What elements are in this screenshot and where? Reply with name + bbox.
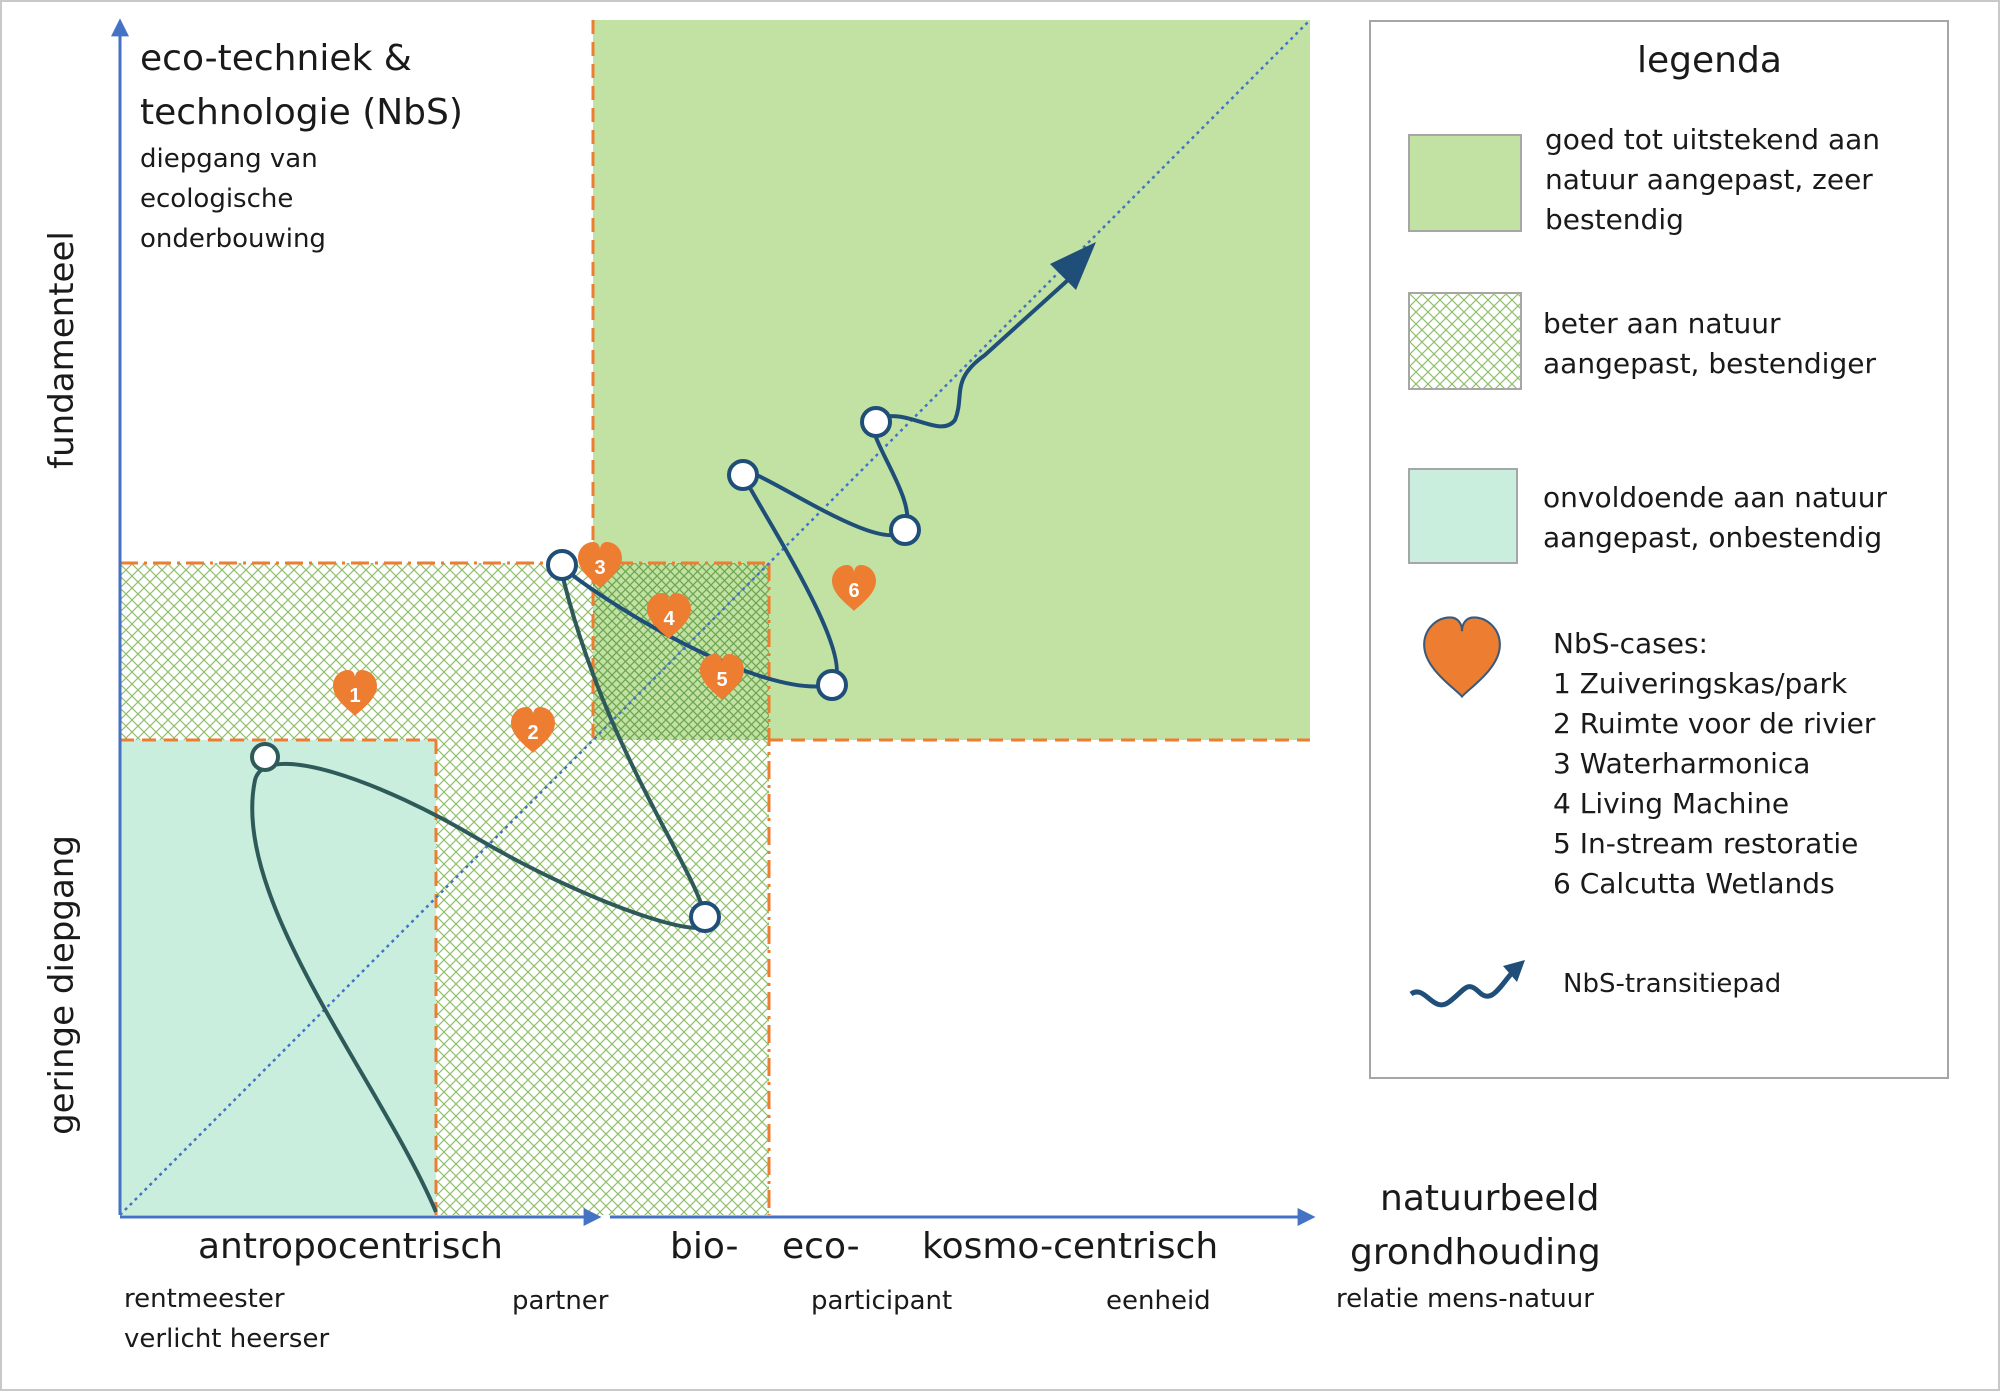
subtitle-line-1: diepgang van (140, 144, 318, 174)
transition-arrowhead (1050, 242, 1096, 290)
legend-title: legenda (1637, 40, 1782, 81)
legend-swatch-hatch (1408, 292, 1522, 390)
zone-hatch-overlap (593, 563, 769, 740)
heart-4-label: 4 (663, 608, 675, 630)
legend-case-5: 5 In-stream restoratie (1553, 827, 1859, 860)
x-label-antropocentrisch: antropocentrisch (198, 1226, 503, 1267)
legend-green-line-3: bestendig (1545, 203, 1684, 236)
legend-green-line-2: natuur aangepast, zeer (1545, 163, 1873, 196)
legend-case-2: 2 Ruimte voor de rivier (1553, 707, 1876, 740)
legend-case-6: 6 Calcutta Wetlands (1553, 867, 1835, 900)
x-axis-title-2: grondhouding (1350, 1232, 1601, 1273)
heart-3: 3 (578, 542, 622, 588)
role-partner: partner (512, 1286, 609, 1316)
legend-swatch-mint (1408, 468, 1518, 564)
zone-hatch-right (436, 740, 769, 1215)
role-rentmeester: rentmeester (124, 1284, 285, 1314)
legend-cases-title: NbS-cases: (1553, 627, 1708, 660)
heart-3-label: 3 (594, 557, 605, 579)
legend-box: legenda goed tot uitstekend aan natuur a… (1369, 20, 1949, 1079)
legend-mint-line-1: onvoldoende aan natuur (1543, 481, 1887, 514)
legend-case-1: 1 Zuiveringskas/park (1553, 667, 1848, 700)
subtitle-line-3: onderbouwing (140, 224, 326, 254)
title-line-1: eco-techniek & (140, 38, 412, 79)
x-label-kosmo: kosmo-centrisch (922, 1226, 1219, 1267)
legend-hatch-line-1: beter aan natuur (1543, 307, 1781, 340)
heart-6-label: 6 (848, 580, 859, 602)
title-line-2: technologie (NbS) (140, 92, 463, 133)
heart-1-label: 1 (349, 685, 360, 707)
heart-4: 4 (647, 593, 691, 639)
heart-2-label: 2 (527, 722, 538, 744)
legend-case-4: 4 Living Machine (1553, 787, 1790, 820)
role-eenheid: eenheid (1106, 1286, 1211, 1316)
legend-mint-line-2: aangepast, onbestendig (1543, 521, 1883, 554)
legend-green-line-1: goed tot uitstekend aan (1545, 123, 1881, 156)
heart-1: 1 (333, 670, 377, 716)
x-label-eco: eco- (782, 1226, 860, 1267)
heart-6: 6 (832, 565, 876, 611)
role-participant: participant (811, 1286, 953, 1316)
y-axis-bottom-label: geringe diepgang (42, 835, 82, 1135)
zone-mint (120, 740, 436, 1215)
path-milestones (250, 406, 921, 933)
zone-boundaries (120, 20, 1310, 1215)
heart-2: 2 (511, 707, 555, 753)
diagonal-line (119, 19, 1311, 1216)
x-label-bio: bio- (670, 1226, 739, 1267)
relation-label: relatie mens-natuur (1336, 1284, 1594, 1314)
legend-path-icon (1409, 960, 1525, 1008)
y-axis-top-label: fundamenteel (42, 231, 82, 469)
legend-heart-icon (1423, 616, 1501, 698)
legend-path-label: NbS-transitiepad (1563, 969, 1782, 999)
heart-5: 5 (700, 654, 744, 700)
transition-path-lower (250, 564, 710, 1213)
role-verlicht-heerser: verlicht heerser (124, 1324, 330, 1354)
subtitle-line-2: ecologische (140, 184, 294, 214)
legend-swatch-green (1408, 134, 1522, 232)
heart-5-label: 5 (716, 669, 727, 691)
legend-case-3: 3 Waterharmonica (1553, 747, 1811, 780)
legend-hatch-line-2: aangepast, bestendiger (1543, 347, 1876, 380)
transition-path-upper (558, 278, 1070, 689)
x-axis-title-1: natuurbeeld (1380, 1178, 1600, 1219)
